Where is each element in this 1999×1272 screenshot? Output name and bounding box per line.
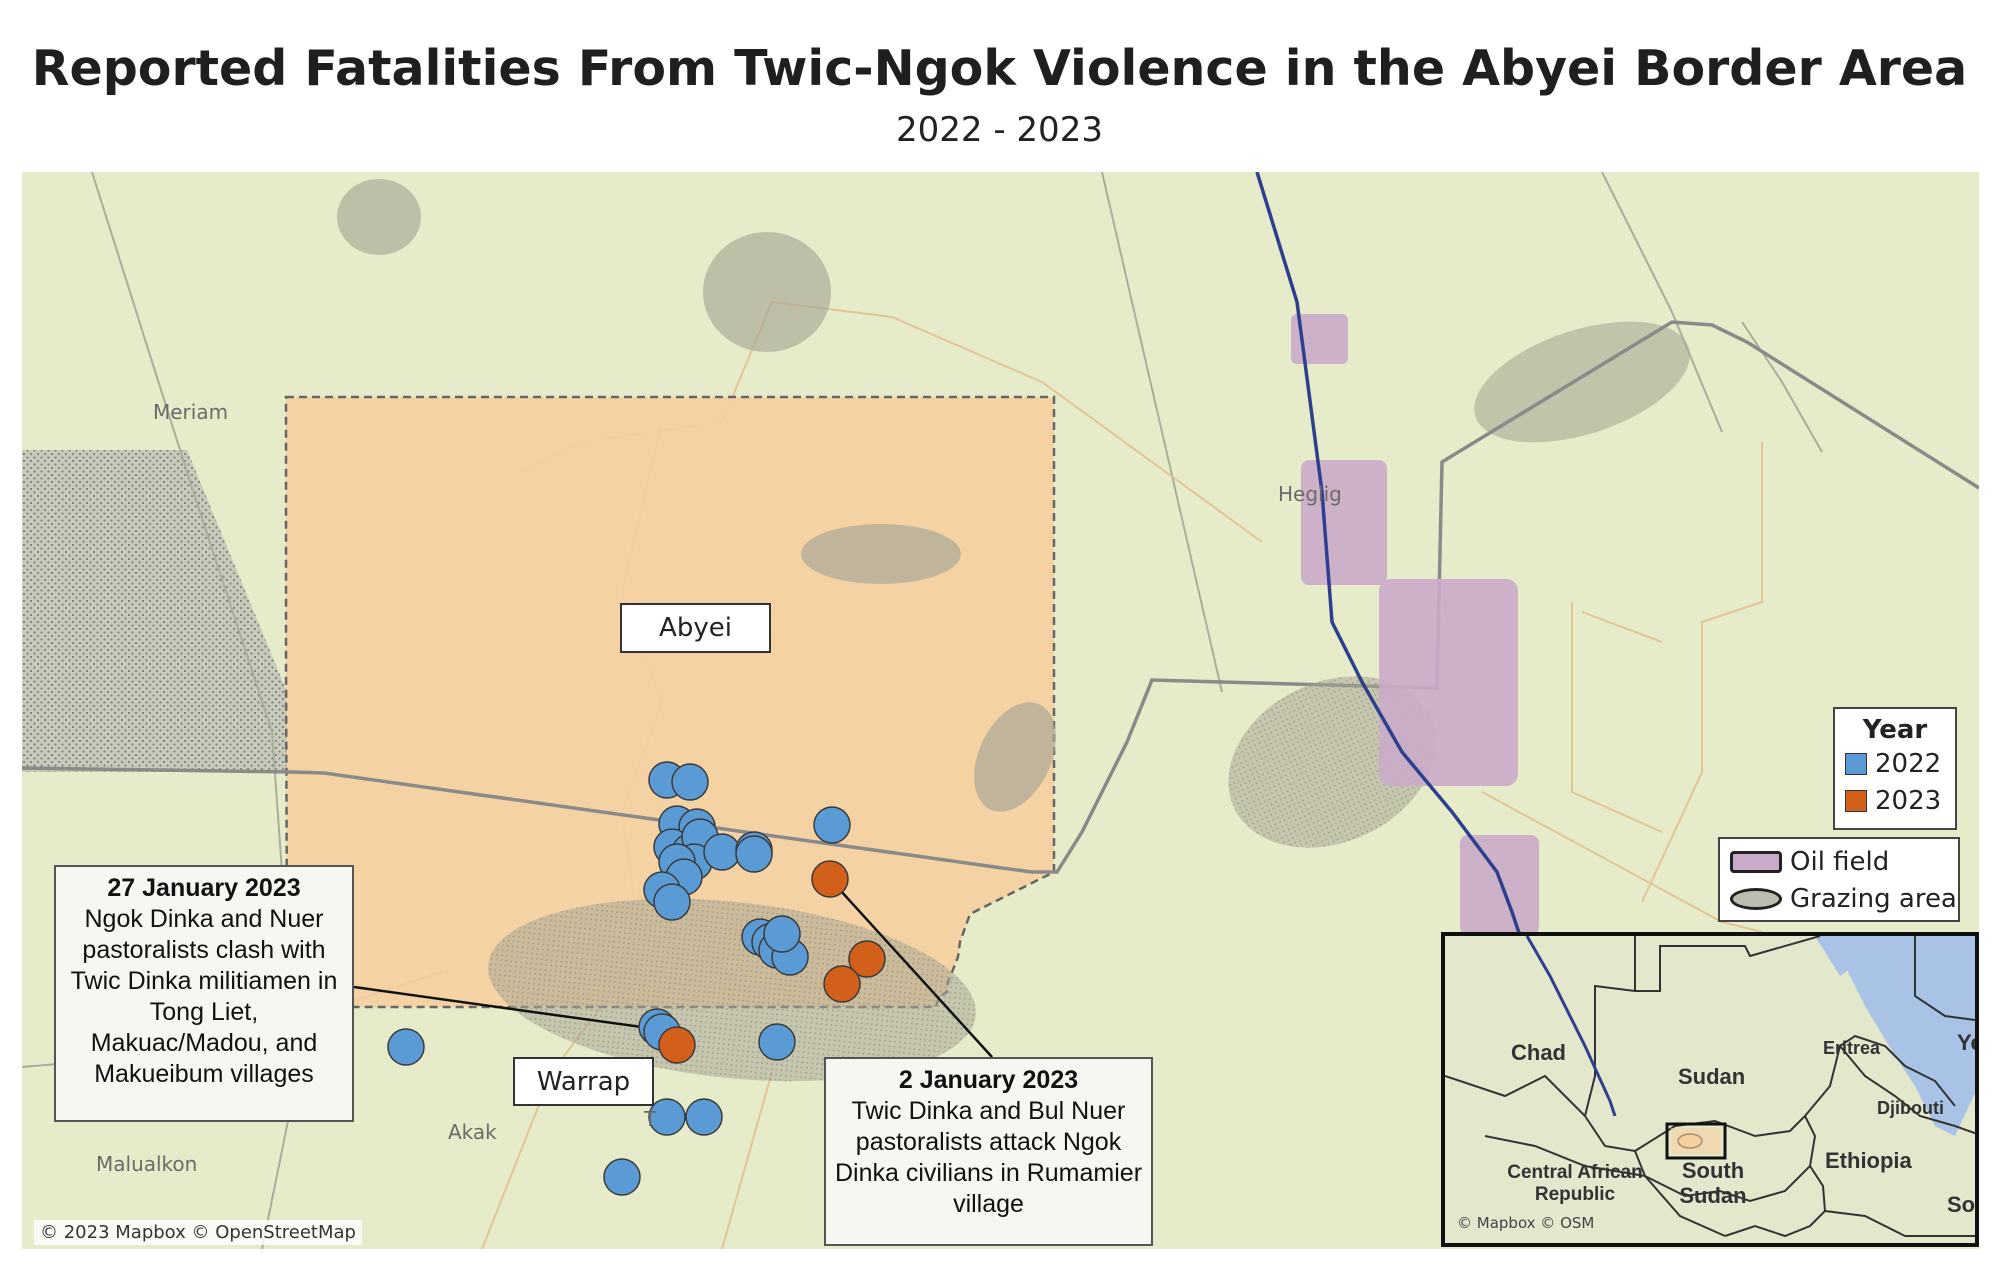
place-akak: Akak (448, 1120, 497, 1144)
legend-areas: Oil field Grazing area (1718, 837, 1960, 922)
inset-label-south-sudan: South Sudan (1679, 1158, 1747, 1208)
callout-leader-jan2 (829, 878, 993, 1058)
map-layers (22, 172, 1979, 1249)
grazing-area (703, 232, 831, 352)
legend-year: Year 2022 2023 (1833, 707, 1957, 830)
legend-item-grazing-area[interactable]: Grazing area (1730, 880, 1958, 917)
oil-field (1301, 460, 1387, 585)
fatality-marker-2022[interactable] (671, 763, 709, 801)
inset-abyei-box (1665, 1122, 1727, 1160)
inset-label-ethiopia: Ethiopia (1825, 1148, 1912, 1173)
legend-item-2022[interactable]: 2022 (1845, 745, 1955, 782)
inset-label-car: Central African Republic (1507, 1162, 1643, 1205)
fatality-marker-2023[interactable] (823, 965, 861, 1003)
legend-item-2023[interactable]: 2023 (1845, 782, 1955, 819)
place-malualkon: Malualkon (96, 1152, 198, 1176)
legend-item-oil-field[interactable]: Oil field (1730, 843, 1958, 880)
fatality-marker-2022[interactable] (387, 1028, 425, 1066)
oil-field (1460, 835, 1539, 935)
fatality-marker-2023[interactable] (658, 1026, 696, 1064)
region-label-abyei: Abyei (620, 603, 771, 653)
callout-date: 27 January 2023 (107, 874, 301, 902)
swatch-2022 (1845, 752, 1867, 775)
callout-27-january-2023: 27 January 2023 Ngok Dinka and Nuer past… (54, 865, 354, 1122)
inset-attribution: © Mapbox © OSM (1457, 1214, 1595, 1232)
place-turalei: T (644, 1107, 657, 1131)
grazing-area-swatch (1730, 887, 1782, 910)
inset-label-chad: Chad (1511, 1040, 1566, 1065)
map-attribution[interactable]: © 2023 Mapbox © OpenStreetMap (34, 1220, 362, 1245)
inset-pipeline (1525, 936, 1617, 1117)
fatality-marker-2022[interactable] (703, 833, 741, 871)
grazing-area (1474, 321, 1690, 443)
swatch-2023 (1845, 789, 1867, 812)
fatality-marker-2023[interactable] (848, 940, 886, 978)
grazing-area (801, 524, 961, 584)
grazing-area (337, 179, 421, 255)
fatality-marker-2022[interactable] (603, 1158, 641, 1196)
region-label-warrap: Warrap (513, 1057, 654, 1106)
inset-locator-map[interactable]: Chad Sudan Eritrea Ye Djibouti Ethiopia … (1441, 932, 1979, 1247)
map-title: Reported Fatalities From Twic-Ngok Viole… (31, 40, 1968, 97)
callout-2-january-2023: 2 January 2023 Twic Dinka and Bul Nuer p… (824, 1057, 1153, 1246)
callout-text: Twic Dinka and Bul Nuer pastoralists att… (834, 1097, 1143, 1218)
fatality-marker-2022[interactable] (685, 1098, 723, 1136)
place-meriam: Meriam (153, 400, 229, 424)
callout-text: Ngok Dinka and Nuer pastoralists clash w… (70, 905, 338, 1088)
inset-label-eritrea: Eritrea (1823, 1038, 1881, 1058)
place-heglig: Heglig (1278, 482, 1342, 506)
callout-leader-jan27 (353, 985, 678, 1034)
fatality-marker-2022[interactable] (813, 806, 851, 844)
legend-title: Year (1862, 715, 1928, 745)
inset-label-djibouti: Djibouti (1877, 1098, 1944, 1118)
callout-date: 2 January 2023 (898, 1066, 1079, 1094)
fatality-marker-2022[interactable] (758, 1023, 796, 1061)
map-canvas[interactable]: Meriam Heglig Akak Malualkon T Abyei War… (22, 172, 1979, 1249)
oil-field (1379, 579, 1518, 786)
fatality-points (387, 761, 886, 1196)
fatality-marker-2022[interactable] (763, 915, 801, 953)
international-border (22, 320, 1979, 874)
inset-label-somalia: Son (1947, 1192, 1976, 1217)
grazing-area (974, 702, 1056, 812)
inset-label-sudan: Sudan (1678, 1064, 1746, 1089)
fatality-marker-2022[interactable] (735, 835, 773, 873)
map-subtitle: 2022 - 2023 (896, 110, 1103, 150)
oil-field-swatch (1730, 850, 1782, 873)
inset-map-layers (1445, 936, 1975, 1238)
inset-label-yemen: Ye (1957, 1030, 1975, 1055)
fatality-marker-2022[interactable] (648, 1098, 686, 1136)
fatality-marker-2022[interactable] (653, 883, 691, 921)
oil-pipeline (1255, 172, 1524, 943)
fatality-marker-2023[interactable] (811, 860, 849, 898)
